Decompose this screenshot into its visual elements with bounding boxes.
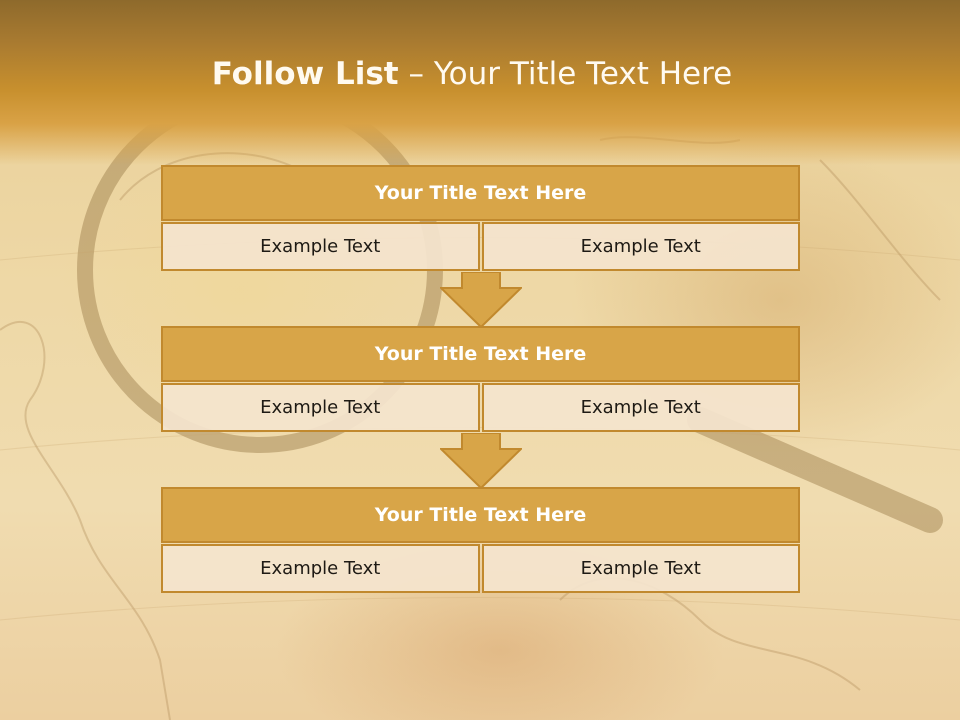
step-3-right-cell: Example Text [481, 544, 800, 593]
step-1-row: Example Text Example Text [161, 222, 800, 271]
step-2-title: Your Title Text Here [161, 326, 800, 382]
step-3: Your Title Text Here Example Text Exampl… [161, 487, 800, 593]
step-1-left-cell: Example Text [161, 222, 480, 271]
slide-title: Follow List – Your Title Text Here [0, 56, 944, 92]
step-2: Your Title Text Here Example Text Exampl… [161, 326, 800, 432]
step-3-row: Example Text Example Text [161, 544, 800, 593]
step-1: Your Title Text Here Example Text Exampl… [161, 165, 800, 271]
step-3-title: Your Title Text Here [161, 487, 800, 543]
step-3-left-cell: Example Text [161, 544, 480, 593]
slide-title-rest: – Your Title Text Here [398, 56, 733, 92]
down-arrow-2 [440, 433, 522, 489]
header-band [0, 0, 960, 165]
slide-title-strong: Follow List [211, 56, 399, 92]
step-2-right-cell: Example Text [481, 383, 800, 432]
step-1-right-cell: Example Text [481, 222, 800, 271]
step-2-left-cell: Example Text [161, 383, 480, 432]
step-2-row: Example Text Example Text [161, 383, 800, 432]
step-1-title: Your Title Text Here [161, 165, 800, 221]
down-arrow-1 [440, 272, 522, 328]
